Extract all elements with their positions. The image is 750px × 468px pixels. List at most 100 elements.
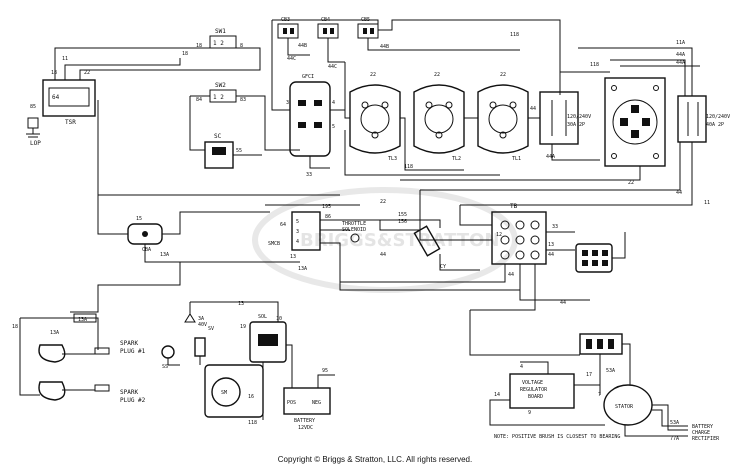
svg-text:44: 44 <box>676 190 682 196</box>
voltage-regulator: VOLTAGE REGULATOR BOARD <box>509 373 575 409</box>
sv-valve: SV <box>194 326 214 357</box>
svg-text:13: 13 <box>290 254 296 260</box>
svg-text:83: 83 <box>240 97 246 103</box>
spark-2-label-b: PLUG #2 <box>120 397 146 404</box>
svg-text:155: 155 <box>398 212 407 218</box>
vr-label-1: VOLTAGE <box>522 380 543 386</box>
tb-label: TB <box>510 203 518 210</box>
svg-text:95: 95 <box>322 368 328 374</box>
stator-label: STATOR <box>615 404 634 410</box>
svg-text:118: 118 <box>510 32 519 38</box>
svg-text:33: 33 <box>552 224 558 230</box>
tsr-label: TSR <box>65 119 76 126</box>
svg-text:84: 84 <box>196 97 202 103</box>
svg-text:5: 5 <box>332 124 335 130</box>
svg-text:118: 118 <box>404 164 413 170</box>
svg-text:22: 22 <box>380 199 386 205</box>
svg-text:22: 22 <box>370 72 376 78</box>
battery: POS NEG BATTERY 12VDC <box>283 387 331 431</box>
svg-text:44: 44 <box>380 252 386 258</box>
tl2-receptacle: TL2 <box>413 84 465 162</box>
throttle-solenoid: THROTTLE SOLENOID <box>342 221 366 243</box>
sm-label: SM <box>221 390 227 396</box>
cba-label: CBA <box>142 247 151 253</box>
tb-terminal-block: TB <box>491 203 547 265</box>
svg-text:44: 44 <box>560 300 566 306</box>
svg-text:18: 18 <box>196 43 202 49</box>
svg-text:5: 5 <box>296 219 299 225</box>
svg-text:13A: 13A <box>298 266 307 272</box>
bcr-label-1: BATTERY <box>692 424 713 430</box>
breaker-40a-label: 120/240V <box>706 114 730 120</box>
svg-text:13A: 13A <box>78 317 87 323</box>
spark-2-label-a: SPARK <box>120 389 138 396</box>
svg-text:3: 3 <box>286 100 289 106</box>
svg-text:18: 18 <box>182 51 188 57</box>
svg-text:12: 12 <box>496 232 502 238</box>
sw2-label: SW2 <box>215 82 226 89</box>
svg-text:53A: 53A <box>670 420 679 426</box>
svg-text:14: 14 <box>494 392 500 398</box>
tl3-label: TL3 <box>388 156 397 162</box>
gfci-label: GFCI <box>302 74 314 80</box>
svg-text:10: 10 <box>276 316 282 322</box>
spark-plug-1: SPARK PLUG #1 <box>38 340 146 363</box>
breaker-30a-rating: 30A 2P <box>567 122 585 128</box>
sol-label: SOL <box>258 314 267 320</box>
copyright-footer: Copyright © Briggs & Stratton, LLC. All … <box>277 455 473 464</box>
sc-label: SC <box>214 133 222 140</box>
lop-switch: LOP <box>26 117 41 147</box>
svg-text:18: 18 <box>12 324 18 330</box>
smc-module: 5 3 4 SMCB 64 <box>268 211 321 251</box>
bcr-labels: BATTERY CHARGE RECTIFIER <box>692 424 720 442</box>
ss-label: SS <box>162 364 168 370</box>
watermark-text: BRIGGS&STRATTON <box>300 230 499 251</box>
svg-text:44C: 44C <box>287 56 296 62</box>
svg-text:44C: 44C <box>328 64 337 70</box>
breaker-40a: 120/240V 40A 2P <box>677 95 730 143</box>
lop-label: LOP <box>30 140 41 147</box>
spark-1-label-b: PLUG #1 <box>120 348 146 355</box>
svg-text:11: 11 <box>62 56 68 62</box>
tl1-receptacle: TL1 <box>477 84 529 162</box>
svg-text:44A: 44A <box>676 60 685 66</box>
svg-text:22: 22 <box>434 72 440 78</box>
battery-pos-label: POS <box>287 400 296 406</box>
smc-label: SMCB <box>268 241 280 247</box>
svg-text:44A: 44A <box>546 154 555 160</box>
sv-label: SV <box>208 326 214 332</box>
vr-label-2: REGULATOR <box>520 387 548 393</box>
svg-text:64: 64 <box>280 222 286 228</box>
svg-text:33: 33 <box>306 172 312 178</box>
battery-neg-label: NEG <box>312 400 321 406</box>
svg-text:53A: 53A <box>606 368 615 374</box>
stator: STATOR <box>603 384 653 426</box>
fuse-label: 3A <box>198 316 204 322</box>
tl2-label: TL2 <box>452 156 461 162</box>
svg-text:11A: 11A <box>676 40 685 46</box>
battery-voltage: 12VDC <box>298 425 313 431</box>
spark-plug-2: SPARK PLUG #2 <box>38 381 146 404</box>
svg-text:13: 13 <box>238 301 244 307</box>
svg-text:4: 4 <box>332 100 335 106</box>
fuse-rating: 40V <box>198 322 207 328</box>
svg-text:55: 55 <box>236 148 242 154</box>
svg-text:44: 44 <box>548 252 554 258</box>
svg-text:4: 4 <box>296 239 299 245</box>
svg-text:16: 16 <box>248 394 254 400</box>
tsr-wire-64: 64 <box>52 94 60 101</box>
tl3-receptacle: TL3 <box>349 84 401 162</box>
breaker-40a-rating: 40A 2P <box>706 122 724 128</box>
svg-text:1 2: 1 2 <box>213 40 224 47</box>
svg-text:9: 9 <box>528 410 531 416</box>
svg-text:13A: 13A <box>50 330 59 336</box>
tl1-label: TL1 <box>512 156 521 162</box>
svg-text:44B: 44B <box>380 44 389 50</box>
sw2-switch: SW2 1 2 84 83 <box>196 82 246 103</box>
breaker-30a: 120/240V 30A 2P <box>539 91 591 145</box>
svg-text:19: 19 <box>240 324 246 330</box>
svg-text:118: 118 <box>590 62 599 68</box>
fuse: 3A 40V <box>184 313 207 328</box>
svg-text:86: 86 <box>325 214 331 220</box>
